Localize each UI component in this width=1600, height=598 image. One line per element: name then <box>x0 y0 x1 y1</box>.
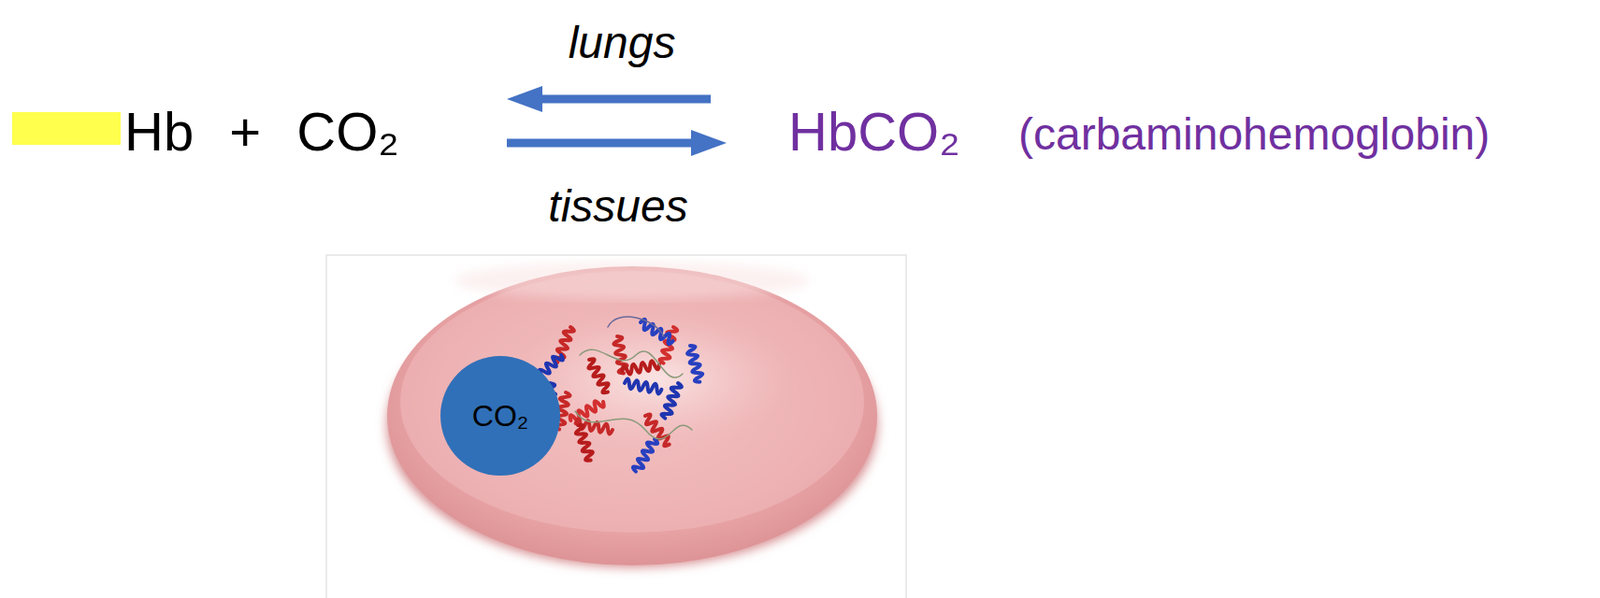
route-label: tissues <box>547 184 688 230</box>
product-name: (carbaminohemoglobin) <box>1018 112 1490 158</box>
highlight-mark <box>12 112 121 145</box>
product-formula: HbCO₂ <box>788 104 961 159</box>
equilibrium-arrows <box>506 86 727 157</box>
hemoglobin-structure <box>531 317 705 475</box>
reactant-formula: Hb + CO₂ <box>124 104 400 159</box>
route-label: lungs <box>568 20 677 66</box>
circle-shape <box>440 356 561 476</box>
red-blood-cell <box>326 255 907 598</box>
co2-molecule: CO₂ <box>440 356 561 476</box>
molecule-label: CO₂ <box>472 401 529 432</box>
